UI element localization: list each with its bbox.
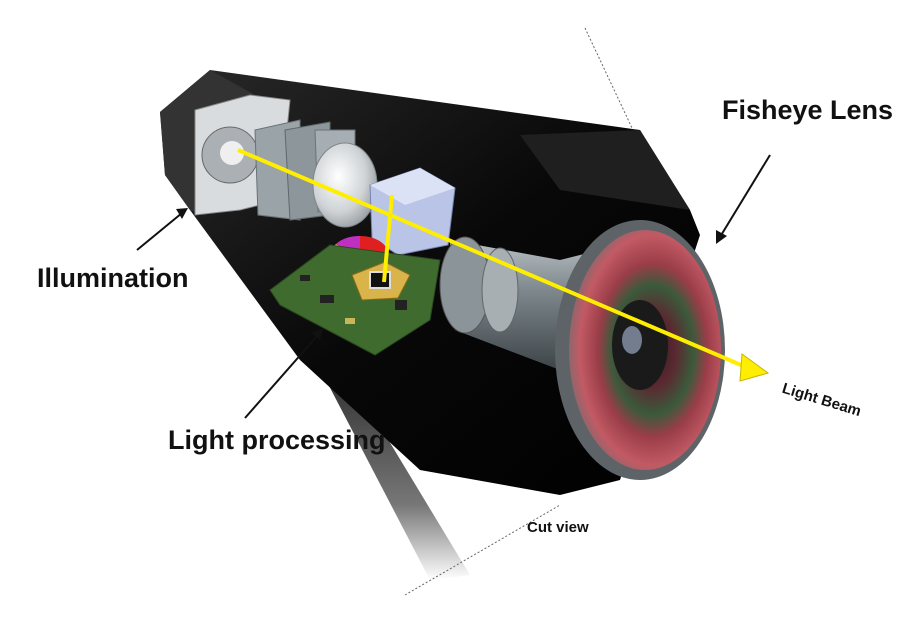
housing-rear-edge xyxy=(520,130,690,210)
lens-icon xyxy=(555,220,725,480)
cut-view-line xyxy=(584,27,681,231)
illumination-label: Illumination xyxy=(37,263,189,293)
light-processing-callout-arrow xyxy=(244,328,323,419)
cut-view-label: Cut view xyxy=(527,519,589,536)
cut-view-line-lower xyxy=(404,504,561,596)
light-processing-label: Light processing xyxy=(168,425,386,455)
fisheye-callout-arrow xyxy=(716,154,771,244)
light-beam xyxy=(237,148,749,370)
fisheye-lens-label: Fisheye Lens xyxy=(722,95,894,125)
illumination-callout-arrow xyxy=(136,208,188,251)
light-beam-vertical xyxy=(382,194,394,283)
light-beam-arrowhead xyxy=(739,353,770,382)
